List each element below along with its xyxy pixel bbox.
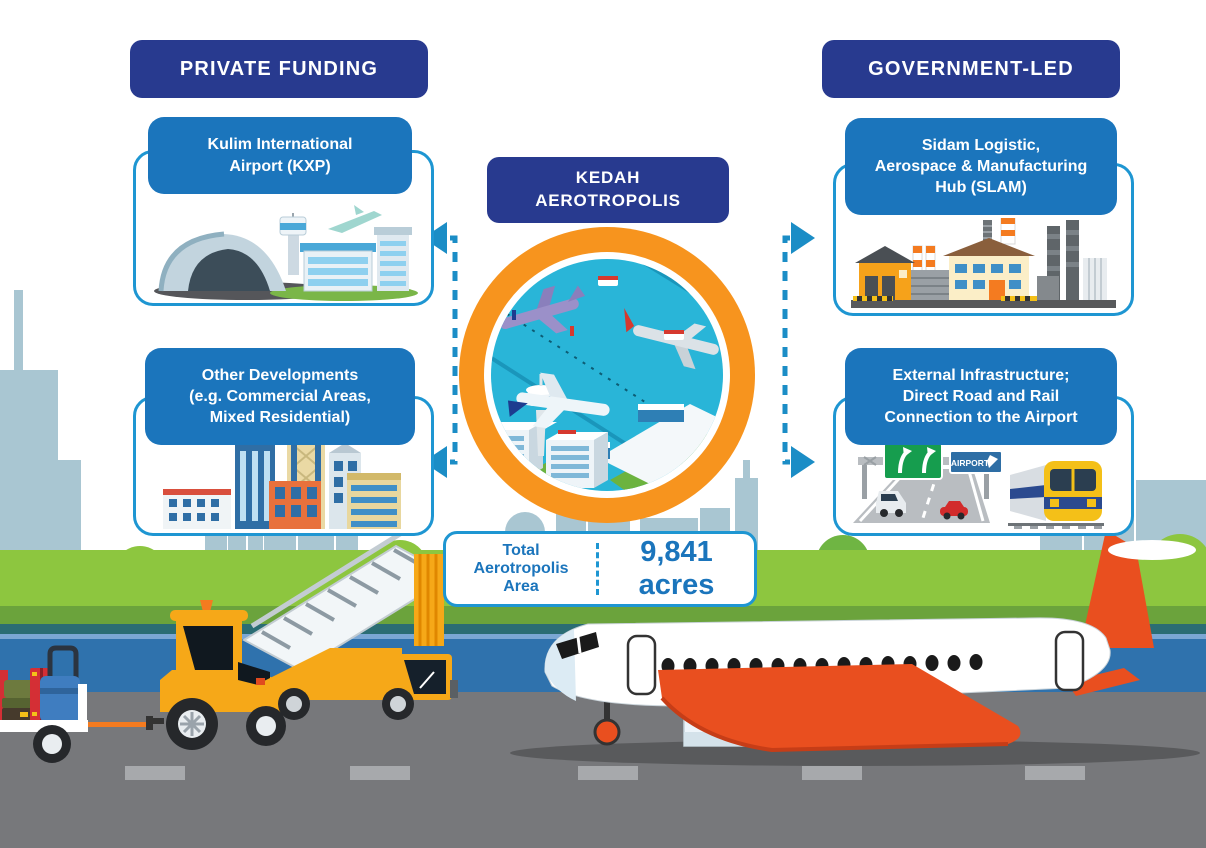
other-developments-header: Other Developments (e.g. Commercial Area…: [145, 348, 415, 445]
luggage-cart-illustration: [0, 645, 153, 763]
airport-ground-scene: [0, 530, 1206, 848]
kulim-line2: Airport (KXP): [229, 157, 331, 175]
slam-line3: Hub (SLAM): [935, 179, 1027, 197]
kulim-line1: Kulim International: [207, 136, 353, 154]
center-title-line2: AEROTROPOLIS: [535, 191, 681, 210]
otherdev-line3: Mixed Residential): [209, 409, 351, 427]
road-rail-illustration: AIRPORT: [853, 442, 1104, 529]
total-area-value: 9,841 acres: [638, 536, 715, 601]
extinfra-line3: Connection to the Airport: [884, 409, 1078, 427]
total-area-line1: Total: [502, 542, 540, 560]
parked-plane-purple: [499, 285, 586, 334]
kulim-airport-header: Kulim International Airport (KXP): [148, 117, 412, 194]
otherdev-line1: Other Developments: [201, 366, 359, 384]
arrow-right-top-icon: [791, 222, 815, 254]
extinfra-line2: Direct Road and Rail: [902, 387, 1060, 405]
total-area-stat-box: Total Aerotropolis Area 9,841 acres: [443, 531, 757, 607]
lane-markings: [125, 766, 1085, 780]
airport-illustration: [154, 205, 418, 301]
private-funding-badge: PRIVATE FUNDING: [130, 40, 428, 98]
van-icon: [876, 491, 906, 517]
slam-line1: Sidam Logistic,: [921, 136, 1041, 154]
center-title-line1: KEDAH: [575, 168, 641, 188]
slam-header: Sidam Logistic, Aerospace & Manufacturin…: [845, 118, 1117, 215]
mobile-stairs-truck-illustration: [241, 531, 458, 720]
otherdev-line2: (e.g. Commercial Areas,: [189, 387, 371, 405]
car-icon: [940, 501, 968, 520]
service-vehicles: [491, 276, 684, 439]
total-area-label: Total Aerotropolis Area: [446, 542, 596, 596]
government-led-label: GOVERNMENT-LED: [868, 57, 1074, 80]
aerotropolis-circle-illustration: [459, 227, 755, 523]
factory-illustration: [851, 218, 1116, 308]
train-icon: [1008, 461, 1104, 529]
slam-line2: Aerospace & Manufacturing: [874, 157, 1088, 175]
airport-sign-label: AIRPORT: [951, 458, 990, 468]
kedah-aerotropolis-badge: KEDAH AEROTROPOLIS: [487, 157, 729, 223]
external-infrastructure-header: External Infrastructure; Direct Road and…: [845, 348, 1117, 445]
total-area-line3: Area: [503, 577, 539, 595]
stat-divider: [596, 543, 599, 595]
extinfra-line1: External Infrastructure;: [892, 366, 1070, 384]
private-funding-label: PRIVATE FUNDING: [179, 57, 379, 80]
government-led-badge: GOVERNMENT-LED: [822, 40, 1120, 98]
total-area-line2: Aerotropolis: [473, 560, 569, 578]
airplane-illustration: [510, 530, 1200, 766]
hazard-stripes: [853, 296, 1037, 301]
parked-plane-white: [507, 372, 610, 429]
city-buildings-illustration: [163, 437, 401, 529]
